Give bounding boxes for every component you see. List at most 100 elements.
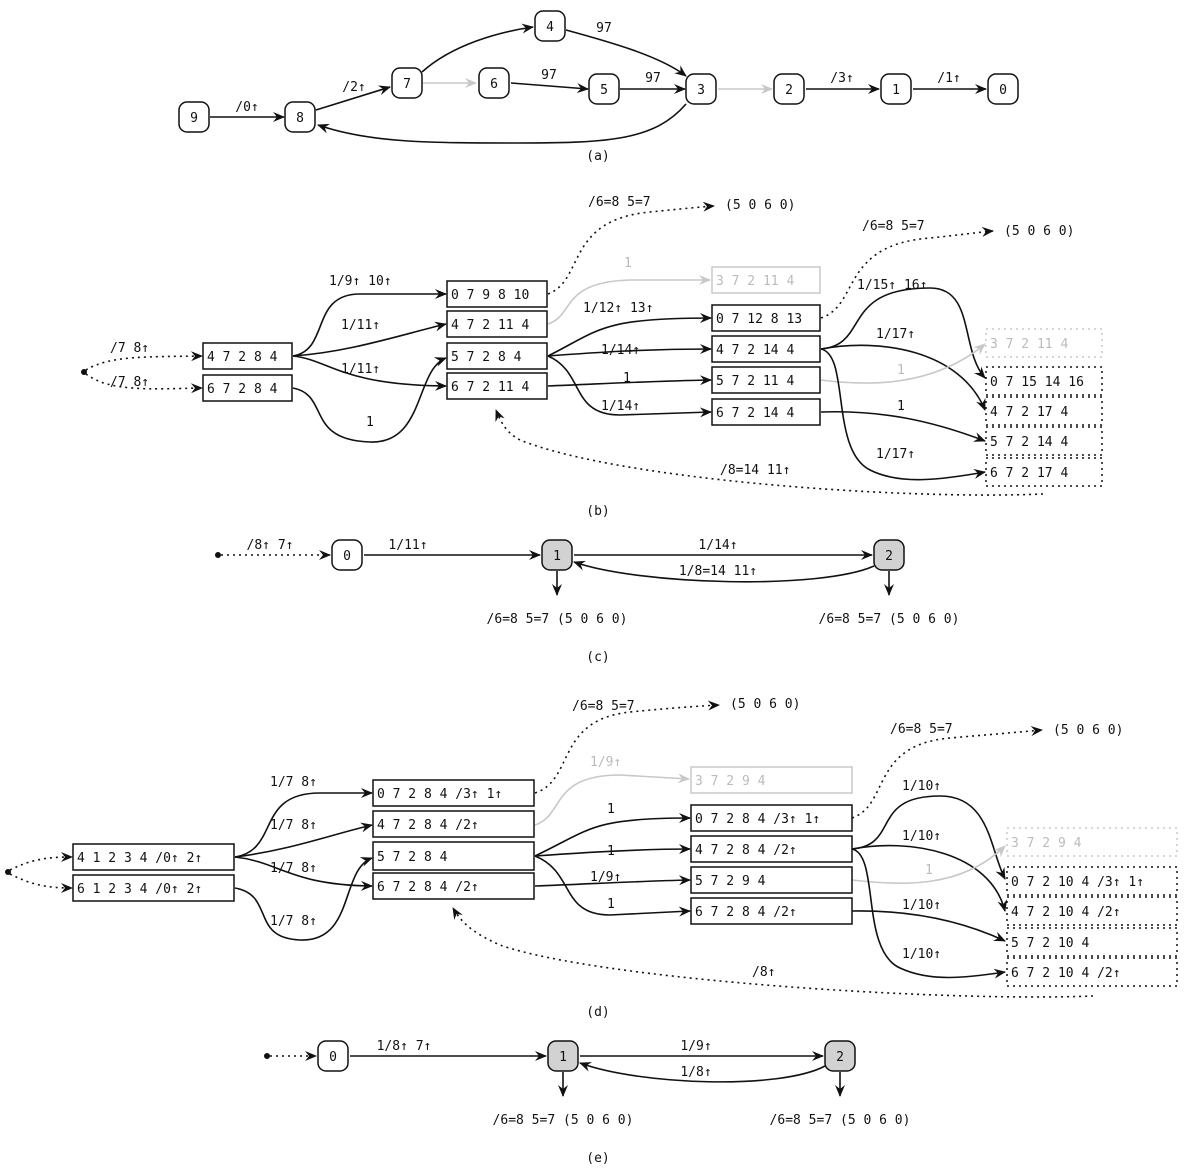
edge-b	[820, 410, 986, 442]
state-box-label: 0 7 15 14 16	[990, 375, 1084, 390]
state-label: 2	[785, 83, 793, 98]
state-box-label: 6 7 2 8 4 /2↑	[695, 905, 797, 920]
edge-d	[234, 856, 373, 891]
edge-label: 1	[366, 415, 374, 430]
edge-b	[820, 287, 986, 379]
state-label: 0	[343, 549, 351, 564]
edge-d	[534, 855, 691, 917]
state-box-label: 5 7 2 8 4	[451, 350, 522, 365]
state-node: 7	[391, 67, 423, 99]
edge-label: 1/9↑	[680, 1039, 711, 1054]
state-box-label: 4 7 2 8 4 /2↑	[377, 818, 479, 833]
output-label: (5 0 6 0)	[1004, 224, 1074, 239]
panel-d-edges	[5, 700, 1094, 998]
panel-e: 0 1 2 1/8↑ 7↑ 1/9↑ 1/8↑ /6=8 5=7 (5 0 6 …	[264, 1039, 910, 1166]
state-box: 6 7 2 11 4	[446, 372, 548, 400]
edge-label: /8↑	[752, 965, 775, 980]
state-box-label: 3 7 2 11 4	[990, 337, 1068, 352]
panel-b-edge-labels: /7 8↑ /7 8↑ 1/9↑ 10↑ 1/11↑ 1/11↑ 1 /6=8 …	[110, 195, 1074, 478]
panel-a-edges	[210, 23, 987, 144]
output-label: /6=8 5=7 (5 0 6 0)	[487, 612, 628, 627]
state-label: 1	[892, 83, 900, 98]
edge-d	[851, 910, 1006, 942]
state-box-label: 5 7 2 8 4	[377, 850, 448, 865]
edge-d-start-2	[9, 873, 73, 893]
edge-d	[851, 844, 1008, 912]
edge-b	[292, 357, 447, 443]
state-box-label: 6 7 2 11 4	[451, 380, 529, 395]
edge-label: /6=8 5=7	[890, 722, 953, 737]
state-box-label: 4 7 2 14 4	[716, 343, 794, 358]
edge-a-4-3	[565, 29, 687, 77]
edge-label: 1/10↑	[902, 898, 941, 913]
output-label: (5 0 6 0)	[730, 697, 800, 712]
panel-a-nodes: 9 8 7 6 5 4 3 2 1 0	[178, 10, 1019, 133]
edge-label: 1/10↑	[902, 779, 941, 794]
state-box-grey: 3 7 2 9 4	[690, 766, 853, 794]
panel-c-edges	[215, 550, 894, 596]
edge-a-3-8	[317, 103, 687, 144]
edge-label: /2↑	[342, 80, 365, 95]
state-box-grey: 3 7 2 11 4	[711, 266, 821, 294]
edge-label: /1↑	[937, 71, 960, 86]
edge-d	[234, 822, 373, 858]
edge-b	[292, 321, 447, 357]
panel-e-edges	[264, 1051, 845, 1097]
state-box: 0 7 12 8 13	[711, 304, 821, 332]
edge-d-start-1	[9, 852, 73, 871]
state-box: 5 7 2 14 4	[985, 426, 1103, 456]
state-box-label: 6 7 2 14 4	[716, 406, 794, 421]
state-box-label: 5 7 2 10 4	[1011, 936, 1089, 951]
edge-label: 1/12↑ 13↑	[583, 301, 653, 316]
edge-b	[820, 348, 986, 481]
output-label: (5 0 6 0)	[1053, 723, 1123, 738]
state-node: 8	[284, 101, 316, 133]
state-box: 6 7 2 14 4	[711, 398, 821, 426]
output-label: (5 0 6 0)	[725, 198, 795, 213]
edge-b	[547, 355, 712, 418]
edge-label: 1/9↑	[590, 870, 621, 885]
edge-a-7-4	[421, 23, 534, 73]
start-dot	[215, 552, 221, 558]
state-label: 2	[885, 549, 893, 564]
state-box-label: 4 7 2 17 4	[990, 405, 1068, 420]
state-box-label: 3 7 2 9 4	[695, 774, 766, 789]
panel-b: 4 7 2 8 4 6 7 2 8 4 0 7 9 8 10 4 7 2 11 …	[81, 195, 1103, 519]
edge-b-output	[547, 201, 715, 295]
panel-b-boxes: 4 7 2 8 4 6 7 2 8 4 0 7 9 8 10 4 7 2 11 …	[202, 266, 1103, 487]
panel-caption: (a)	[586, 149, 609, 164]
state-box-label: 4 7 2 8 4 /2↑	[695, 843, 797, 858]
state-box: 4 7 2 8 4	[202, 342, 293, 370]
edge-label: 1/7 8↑	[270, 914, 317, 929]
state-box-label: 3 7 2 11 4	[716, 274, 794, 289]
state-node: 1	[880, 73, 912, 105]
edge-label: 1	[607, 844, 615, 859]
state-box: 4 7 2 11 4	[446, 310, 548, 338]
state-box-grey: 3 7 2 11 4	[985, 328, 1103, 358]
edge-label: /8↑ 7↑	[247, 538, 294, 553]
edge-a-6-5	[510, 82, 589, 94]
edge-label-grey: 1	[925, 863, 933, 878]
state-node: 0	[331, 539, 363, 571]
state-box-label: 6 7 2 17 4	[990, 466, 1068, 481]
state-label: 1	[559, 1050, 567, 1065]
edge-a-8-7	[315, 85, 391, 111]
edge-label: 1	[607, 897, 615, 912]
panel-e-nodes: 0 1 2	[317, 1040, 856, 1072]
edge-label: 1/8=14 11↑	[679, 564, 757, 579]
edge-label: 1	[897, 399, 905, 414]
edge-label: 1/11↑	[341, 362, 380, 377]
state-node-accepting: 2	[824, 1040, 856, 1072]
edge-b-output	[820, 226, 994, 319]
edge-label-grey: 1	[897, 363, 905, 378]
panel-d: 4 1 2 3 4 /0↑ 2↑ 6 1 2 3 4 /0↑ 2↑ 0 7 2 …	[5, 697, 1178, 1020]
state-box-label: 6 7 2 8 4	[207, 382, 278, 397]
edge-label-grey: 1	[624, 256, 632, 271]
edge-label: 1/7 8↑	[270, 775, 317, 790]
edge-d-back	[452, 907, 1094, 998]
state-box-label: 4 1 2 3 4 /0↑ 2↑	[77, 851, 202, 866]
edge-label: 1/15↑ 16↑	[857, 278, 927, 293]
edge-label: 97	[541, 68, 557, 83]
state-box-label: 0 7 12 8 13	[716, 312, 802, 327]
edge-label: 1/14↑	[601, 399, 640, 414]
